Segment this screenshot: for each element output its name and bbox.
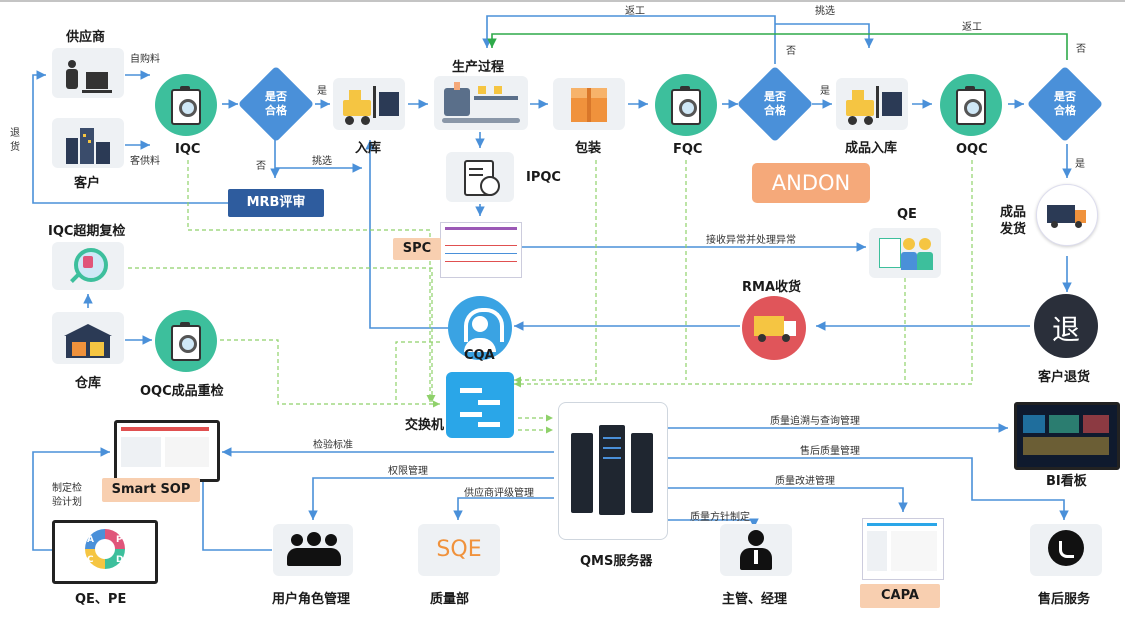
user-role-icon <box>273 524 353 576</box>
capa-screen <box>862 518 944 580</box>
bi-dashboard <box>1014 402 1120 470</box>
edge-label-handle-exception: 接收异常并处理异常 <box>706 235 796 246</box>
rework-edge <box>487 33 1068 60</box>
switch-icon <box>446 372 514 438</box>
truck-icon <box>1036 184 1098 246</box>
qe-pe-label: QE、PE <box>75 592 127 607</box>
smart-sop-screen <box>114 420 220 482</box>
oqc-recheck-label: OQC成品重检 <box>140 384 224 399</box>
supplier-icon <box>52 48 124 98</box>
edge-label-no-1: 否 <box>256 161 266 172</box>
ipqc-label: IPQC <box>526 170 561 185</box>
mrb-review-box: MRB评审 <box>228 189 324 217</box>
edge-label-pick: 挑选 <box>312 156 332 167</box>
pdca-p: P <box>116 535 123 545</box>
edge-label-after-sales: 售后质量管理 <box>800 446 860 457</box>
packaging-label: 包装 <box>575 141 602 156</box>
pdca-a: A <box>87 535 94 545</box>
edge-label-no-3: 否 <box>1076 44 1086 55</box>
decision-label-2: 是否 合格 <box>764 90 786 117</box>
edge-label-yes-2: 是 <box>820 86 830 97</box>
decision-label-1: 是否 合格 <box>265 90 287 117</box>
qe-label: QE <box>897 207 917 222</box>
edge-label-rework-2: 返工 <box>962 22 982 33</box>
qms-server <box>558 402 668 540</box>
cqa-label: CQA <box>464 348 495 363</box>
iqc-recheck-icon <box>52 242 124 290</box>
edge-label-self-purchase: 自购料 <box>130 54 160 65</box>
warehouse-label: 仓库 <box>75 376 102 391</box>
spc-dashboard <box>440 222 522 278</box>
oqc-icon <box>940 74 1002 136</box>
qms-label: QMS服务器 <box>580 554 653 569</box>
fqc-icon <box>655 74 717 136</box>
supplier-label: 供应商 <box>66 30 106 45</box>
warehouse-icon <box>52 312 124 364</box>
pdca-screen: A P C D <box>52 520 158 584</box>
fqc-label: FQC <box>673 142 703 157</box>
return-icon-char: 退 <box>1051 313 1080 346</box>
qe-icon <box>869 228 941 278</box>
forklift-icon-2 <box>836 78 908 130</box>
warehouse-in-label: 入库 <box>355 141 382 156</box>
iqc-icon <box>155 74 217 136</box>
ipqc-icon <box>446 152 514 202</box>
switch-label: 交换机 <box>405 418 445 433</box>
edge-label-permission: 权限管理 <box>388 466 428 477</box>
customer-label: 客户 <box>74 176 101 191</box>
edge-label-customer-supply: 客供料 <box>130 156 160 167</box>
edge-label-rework-1: 返工 <box>625 6 645 17</box>
data-links <box>128 160 973 434</box>
smart-sop-badge: Smart SOP <box>102 478 200 502</box>
edge-label-make-plan: 制定检 验计划 <box>52 483 82 508</box>
edge-label-supplier-eval: 供应商评级管理 <box>464 488 534 499</box>
edge-label-improvement: 质量改进管理 <box>775 476 835 487</box>
oqc-label: OQC <box>956 142 988 157</box>
manager-icon <box>720 524 792 576</box>
after-sales-icon <box>1030 524 1102 576</box>
edge-label-trace-query: 质量追溯与查询管理 <box>770 416 860 427</box>
rma-truck-icon <box>742 296 806 360</box>
edge-label-policy: 质量方针制定 <box>690 512 750 523</box>
pdca-d: D <box>116 555 124 565</box>
customer-icon <box>52 118 124 168</box>
decision-label-3: 是否 合格 <box>1054 90 1076 117</box>
iqc-label: IQC <box>175 142 201 157</box>
andon-box: ANDON <box>752 163 870 203</box>
bi-label: BI看板 <box>1046 474 1087 489</box>
after-sales-label: 售后服务 <box>1038 592 1091 607</box>
customer-return-label: 客户退货 <box>1038 370 1091 385</box>
edge-label-yes-1: 是 <box>317 86 327 97</box>
oqc-recheck-icon <box>155 310 217 372</box>
edge-label-return: 退 货 <box>10 128 20 153</box>
flow-edges <box>32 15 1072 551</box>
user-role-label: 用户角色管理 <box>272 592 351 607</box>
edge-label-inspection-std: 检验标准 <box>313 440 353 451</box>
rma-label: RMA收货 <box>742 280 802 295</box>
iqc-recheck-label: IQC超期复检 <box>48 224 126 239</box>
production-label: 生产过程 <box>452 60 505 75</box>
edge-label-no-2: 否 <box>786 46 796 57</box>
pdca-c: C <box>87 555 94 565</box>
quality-dept-label: 质量部 <box>430 592 470 607</box>
package-icon <box>553 78 625 130</box>
forklift-icon-1 <box>333 78 405 130</box>
sqe-box: SQE <box>418 524 500 576</box>
ship-label: 成品 发货 <box>1000 205 1027 237</box>
cqa-icon <box>448 296 512 360</box>
production-line-icon <box>434 76 528 130</box>
spc-badge: SPC <box>393 238 441 260</box>
edge-label-yes-3: 是 <box>1075 159 1085 170</box>
finished-in-label: 成品入库 <box>845 141 898 156</box>
manager-label: 主管、经理 <box>722 592 788 607</box>
capa-badge: CAPA <box>860 584 940 608</box>
customer-return-icon: 退 <box>1034 294 1098 358</box>
edge-label-pick-top: 挑选 <box>815 6 835 17</box>
